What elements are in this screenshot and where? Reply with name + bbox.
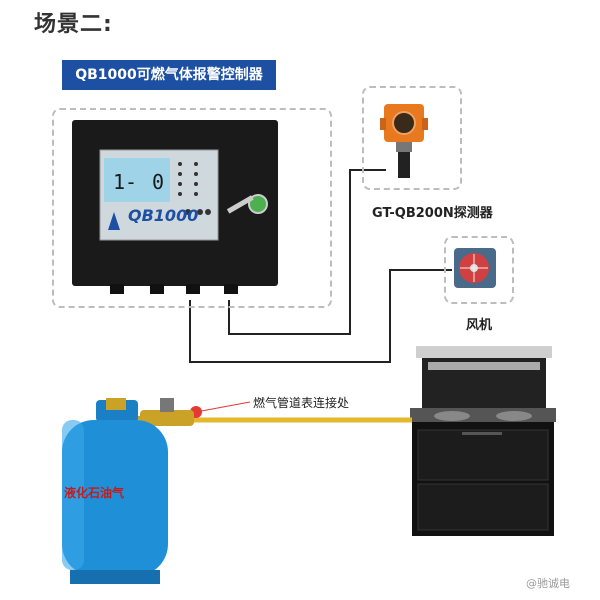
controller-unit: [72, 120, 278, 294]
detector-label: GT-QB200N探测器: [372, 206, 493, 221]
lpg-tank: [62, 398, 168, 584]
watermark: @驰诚电: [526, 577, 570, 590]
controller-banner: QB1000可燃气体报警控制器: [62, 60, 276, 90]
key-icon: [226, 194, 268, 214]
indicator-leds: [178, 162, 211, 215]
lcd-screen: [104, 158, 170, 202]
cable-glands: [110, 284, 238, 294]
scene-title: 场景二:: [34, 12, 113, 37]
lcd-reading-right: 0: [152, 170, 165, 194]
lcd-reading-left: 1-: [113, 170, 138, 194]
tank-label: 液化石油气: [64, 486, 125, 500]
fan-wire: [189, 269, 452, 363]
fan-label: 风机: [466, 318, 493, 333]
fan-frame: [444, 236, 514, 304]
controller-model-label: QB1000: [128, 206, 199, 225]
pipe-connection-label: 燃气管道表连接处: [253, 396, 350, 410]
gas-pipe: [126, 398, 412, 426]
logo-mark: [108, 212, 120, 230]
gas-detector: [380, 104, 428, 178]
controller-frame: [52, 108, 332, 308]
exhaust-fan: [454, 248, 496, 288]
gas-stove-cabinet: [410, 346, 556, 536]
detector-frame: [362, 86, 462, 190]
